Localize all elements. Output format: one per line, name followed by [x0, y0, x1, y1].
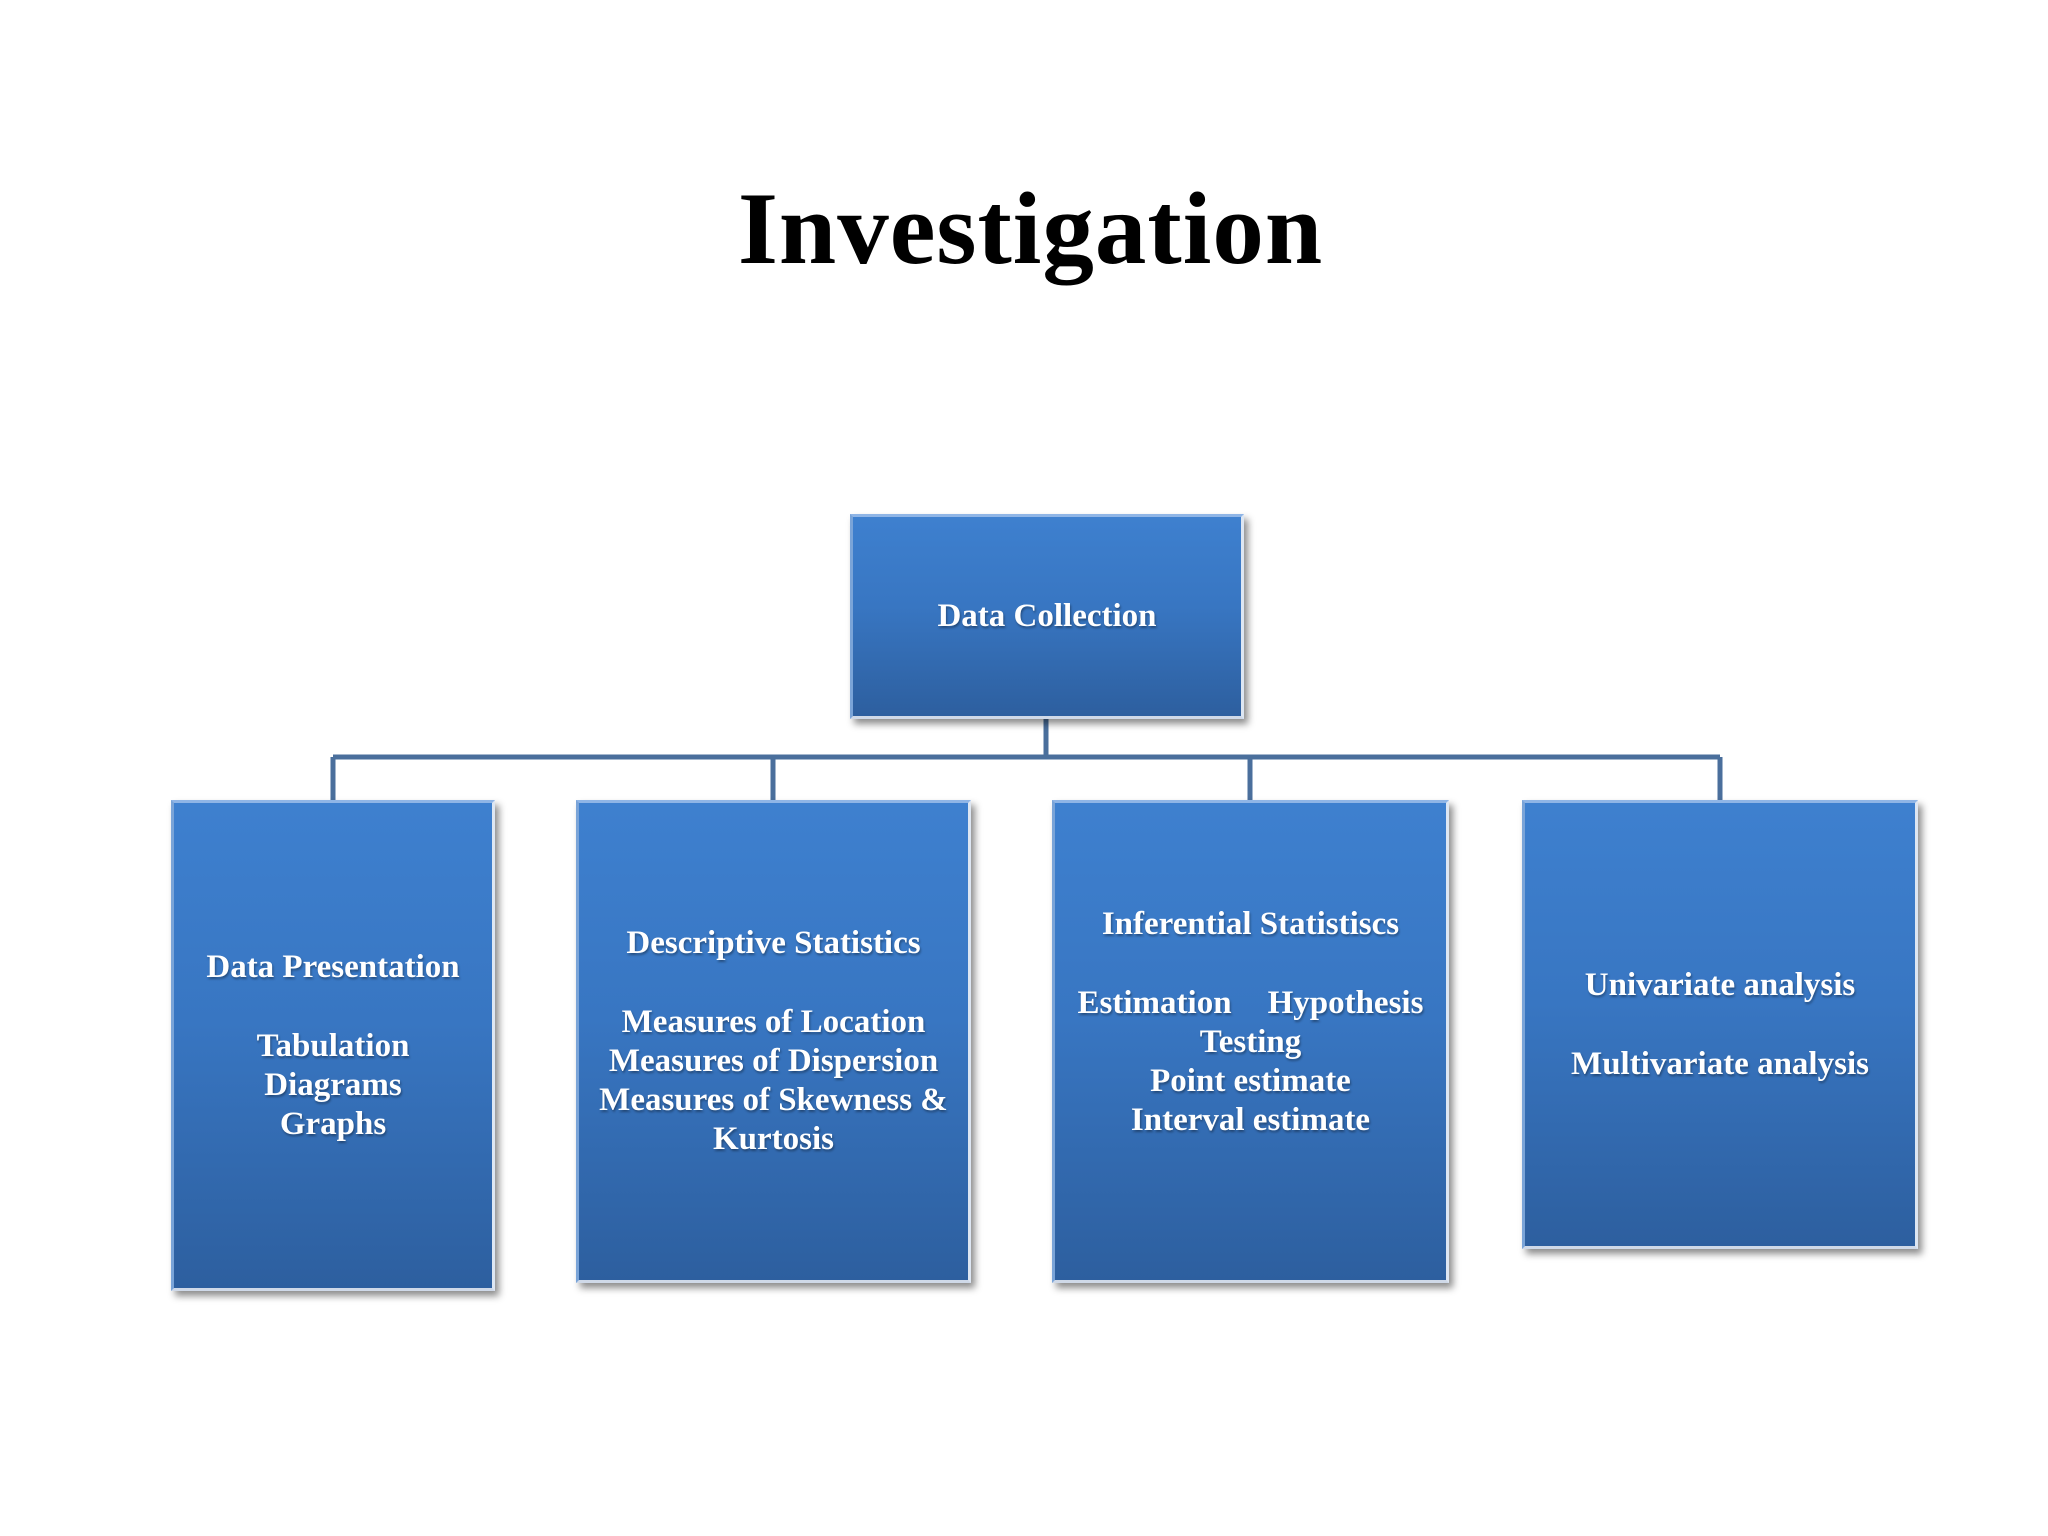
testing-item: Testing — [1199, 1024, 1302, 1060]
data-presentation-heading: Data Presentation — [206, 948, 460, 985]
inferential-statistics-heading: Inferential Statistiscs — [1101, 906, 1400, 942]
estimation-item: Estimation — [1077, 985, 1232, 1021]
data-presentation-box: Data Presentation Tabulation Diagrams Gr… — [171, 800, 495, 1291]
tabulation-item: Tabulation — [256, 1027, 410, 1064]
estimation-hypothesis-row: Estimation Hypothesis — [1078, 984, 1424, 1023]
diagrams-item: Diagrams — [264, 1066, 402, 1103]
descriptive-statistics-heading: Descriptive Statistics — [626, 925, 921, 961]
hypothesis-item: Hypothesis — [1267, 985, 1424, 1021]
kurtosis-item: Kurtosis — [712, 1121, 834, 1157]
descriptive-statistics-box: Descriptive Statistics Measures of Locat… — [576, 800, 971, 1283]
slide-title: Investigation — [737, 172, 1324, 286]
multivariate-analysis-item: Multivariate analysis — [1571, 1045, 1869, 1082]
data-collection-box: Data Collection — [850, 514, 1244, 719]
measures-location-item: Measures of Location — [621, 1004, 926, 1040]
analysis-box: Univariate analysis Multivariate analysi… — [1522, 800, 1918, 1249]
point-estimate-item: Point estimate — [1150, 1063, 1351, 1099]
measures-skewness-item: Measures of Skewness & — [599, 1082, 948, 1118]
interval-estimate-item: Interval estimate — [1130, 1102, 1371, 1138]
measures-dispersion-item: Measures of Dispersion — [608, 1043, 939, 1079]
univariate-analysis-item: Univariate analysis — [1584, 966, 1856, 1003]
inferential-statistics-box: Inferential Statistiscs Estimation Hypot… — [1052, 800, 1449, 1283]
data-collection-label: Data Collection — [937, 598, 1157, 634]
graphs-item: Graphs — [279, 1105, 387, 1142]
